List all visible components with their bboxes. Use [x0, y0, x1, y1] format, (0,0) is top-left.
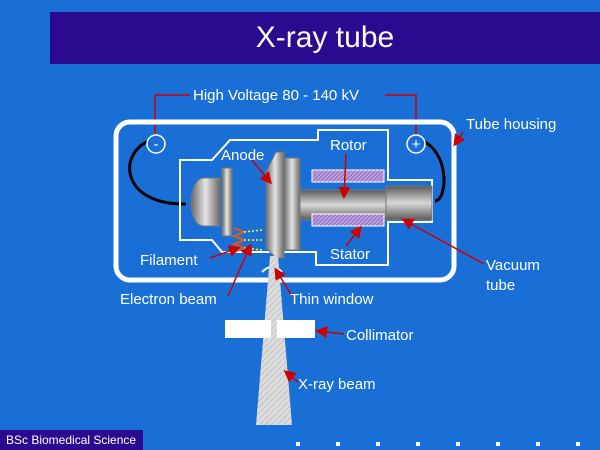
dot: [576, 442, 580, 446]
dot: [456, 442, 460, 446]
cathode-plate: [221, 167, 233, 237]
minus-sign: -: [154, 136, 159, 153]
tube-housing-label: Tube housing: [466, 116, 556, 133]
collimator-label: Collimator: [346, 327, 414, 344]
vacuum-envelope: [179, 129, 433, 266]
footer-label: BSc Biomedical Science: [0, 430, 143, 450]
rotor-label: Rotor: [330, 137, 367, 154]
anode-disc: [265, 151, 285, 259]
plus-sign: +: [412, 136, 421, 153]
vacuum-label-line1: Vacuum: [486, 257, 540, 274]
dot: [336, 442, 340, 446]
filament-label: Filament: [140, 252, 198, 269]
collimator-right: [277, 320, 315, 338]
electron-beam-label: Electron beam: [120, 291, 217, 308]
thin-window-label: Thin window: [290, 291, 374, 308]
xray-beam-label: X-ray beam: [298, 376, 376, 393]
xray-beam: [256, 256, 292, 425]
dot: [496, 442, 500, 446]
electron-beam: [243, 229, 263, 251]
vacuum-label-line2: tube: [486, 277, 515, 294]
anode-cable: [419, 138, 446, 203]
cathode-cup: [190, 177, 221, 227]
collimator-left: [225, 320, 271, 338]
dot: [536, 442, 540, 446]
stator-coil-bottom: [311, 213, 385, 227]
stator-label: Stator: [330, 246, 370, 263]
title-bar: X-ray tube: [50, 12, 600, 64]
high-voltage-label: High Voltage 80 - 140 kV: [193, 87, 359, 104]
positive-terminal: +: [406, 134, 426, 154]
negative-terminal: -: [146, 134, 166, 154]
dot: [296, 442, 300, 446]
stator-coil-top: [311, 169, 385, 183]
page-title: X-ray tube: [255, 21, 395, 54]
anode-hub: [283, 157, 301, 251]
pointer-arrows: [209, 131, 485, 383]
slide-dots: [296, 442, 580, 446]
dot: [416, 442, 420, 446]
dot: [376, 442, 380, 446]
anode-label: Anode: [221, 147, 264, 164]
cathode-cable: [128, 138, 187, 206]
rotor-end: [385, 185, 433, 221]
